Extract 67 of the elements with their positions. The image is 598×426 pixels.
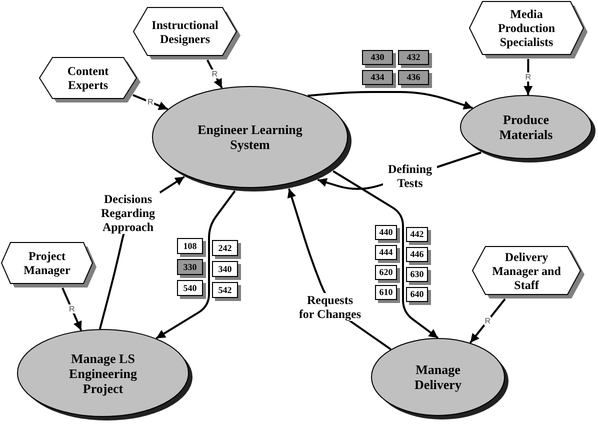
edge-label: R bbox=[210, 70, 219, 79]
edge-label: R bbox=[146, 98, 154, 107]
process-ellipse bbox=[460, 95, 596, 163]
task-number: 434 bbox=[370, 73, 384, 82]
arrow bbox=[332, 170, 439, 339]
role-label: Project Manager bbox=[22, 249, 72, 277]
arrow bbox=[308, 91, 474, 110]
edge-label: R bbox=[484, 316, 492, 326]
task-number-box bbox=[212, 261, 241, 280]
task-number: 330 bbox=[183, 262, 197, 272]
task-number: 610 bbox=[379, 288, 393, 297]
task-number-box bbox=[362, 70, 396, 88]
role-label: Delivery Manager and Staff bbox=[491, 250, 562, 292]
process-ellipse bbox=[17, 329, 193, 421]
role-hexagon bbox=[472, 246, 585, 299]
role-hexagon bbox=[1, 242, 97, 288]
process-ellipse bbox=[152, 86, 352, 192]
edge-label: R bbox=[68, 304, 76, 314]
process-label: Engineer Learning System bbox=[196, 122, 304, 152]
arrow bbox=[62, 288, 82, 331]
task-number-box bbox=[406, 287, 431, 305]
task-number-box bbox=[375, 245, 400, 263]
arrow bbox=[470, 298, 506, 344]
task-number: 542 bbox=[218, 286, 232, 294]
task-number-box bbox=[212, 240, 241, 259]
task-number-box bbox=[406, 267, 431, 285]
role-hexagon bbox=[133, 7, 241, 60]
task-number-box bbox=[212, 282, 241, 301]
task-number: 540 bbox=[183, 284, 197, 292]
edge-label: R bbox=[524, 72, 532, 82]
process-label: Manage LS Engineering Project bbox=[68, 350, 138, 396]
process-label: Produce Materials bbox=[498, 112, 554, 142]
task-number: 436 bbox=[406, 73, 420, 82]
arrow bbox=[524, 59, 533, 95]
role-hexagon bbox=[39, 57, 141, 103]
arrow bbox=[206, 60, 223, 89]
task-number: 242 bbox=[218, 244, 232, 252]
task-number: 630 bbox=[410, 270, 424, 279]
task-number-box bbox=[398, 70, 432, 88]
role-label: Instructional Designers bbox=[150, 18, 220, 46]
task-number: 446 bbox=[410, 250, 424, 259]
task-number: 442 bbox=[410, 230, 424, 239]
task-number: 440 bbox=[379, 228, 393, 237]
task-number: 640 bbox=[410, 290, 424, 299]
role-hexagon bbox=[469, 1, 588, 59]
task-number-box bbox=[177, 238, 206, 257]
task-number: 108 bbox=[183, 242, 197, 250]
task-number-box bbox=[375, 225, 400, 243]
process-label: Manage Delivery bbox=[414, 362, 462, 392]
process-ellipse bbox=[371, 338, 509, 420]
task-number: 620 bbox=[379, 268, 393, 277]
role-label: Content Experts bbox=[66, 64, 110, 92]
task-number-box bbox=[398, 50, 432, 68]
role-label: Media Production Specialists bbox=[496, 7, 556, 49]
task-number-box bbox=[362, 50, 396, 68]
task-number: 340 bbox=[218, 264, 232, 274]
task-number-box bbox=[406, 247, 431, 265]
task-number-box bbox=[177, 280, 206, 299]
task-number-box bbox=[177, 259, 206, 278]
task-number: 444 bbox=[379, 248, 393, 257]
task-number-box bbox=[406, 227, 431, 245]
edge-label: Defining Tests bbox=[383, 162, 437, 190]
task-number-box bbox=[375, 265, 400, 283]
task-number: 432 bbox=[406, 53, 420, 62]
task-number-box bbox=[375, 285, 400, 303]
task-number: 430 bbox=[370, 53, 384, 62]
arrow bbox=[156, 190, 236, 340]
